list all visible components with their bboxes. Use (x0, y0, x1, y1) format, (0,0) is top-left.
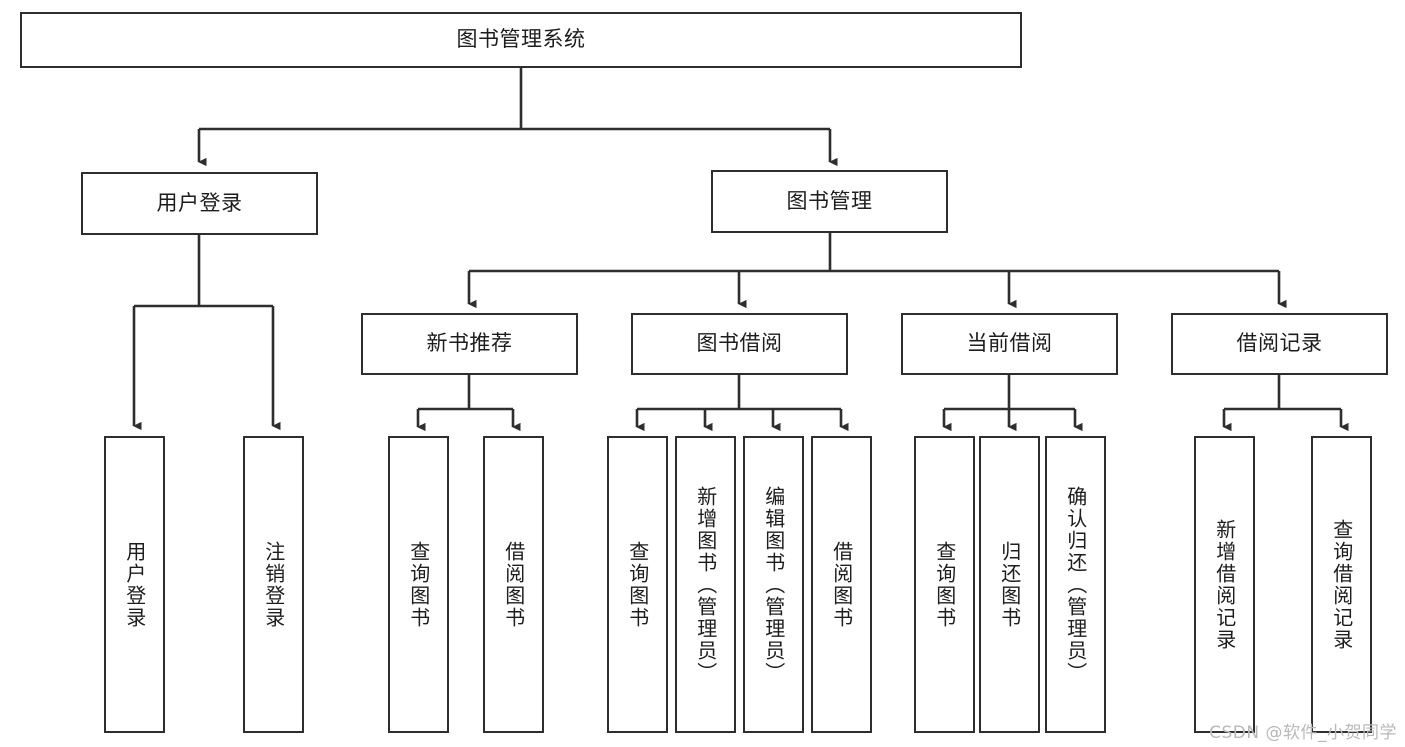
node-current-borrow[interactable]: 当前借阅 (901, 313, 1118, 375)
node-root-library-system[interactable]: 图书管理系统 (20, 12, 1022, 68)
node-label: 图书管理 (786, 188, 873, 213)
node-leaf-query-borrow-record[interactable]: 查询借阅记录 (1311, 436, 1372, 733)
node-book-management[interactable]: 图书管理 (711, 170, 948, 233)
node-leaf-borrow-book[interactable]: 借阅图书 (811, 436, 872, 733)
node-leaf-logout[interactable]: 注销登录 (243, 436, 304, 733)
node-leaf-user-login[interactable]: 用户登录 (104, 436, 165, 733)
node-borrow-record[interactable]: 借阅记录 (1171, 313, 1388, 375)
node-leaf-add-borrow-record[interactable]: 新增借阅记录 (1194, 436, 1255, 733)
node-new-book-recommend[interactable]: 新书推荐 (361, 313, 578, 375)
node-leaf-borrow-book-recommend[interactable]: 借阅图书 (483, 436, 544, 733)
node-leaf-query-book-recommend[interactable]: 查询图书 (388, 436, 449, 733)
node-label: 注销登录 (261, 540, 286, 629)
node-label: 借阅记录 (1236, 331, 1323, 356)
node-user-login[interactable]: 用户登录 (81, 172, 318, 235)
node-book-borrow[interactable]: 图书借阅 (631, 313, 848, 375)
node-leaf-add-book-admin[interactable]: 新增图书（管理员） (675, 436, 736, 733)
node-label: 确认归还（管理员） (1063, 485, 1088, 684)
node-label: 图书管理系统 (456, 27, 586, 52)
node-label: 查询借阅记录 (1329, 518, 1354, 651)
node-label: 查询图书 (406, 540, 431, 629)
node-leaf-edit-book-admin[interactable]: 编辑图书（管理员） (743, 436, 804, 733)
node-label: 新增图书（管理员） (693, 485, 718, 684)
node-label: 查询图书 (932, 540, 957, 629)
node-label: 借阅图书 (501, 540, 526, 629)
node-label: 借阅图书 (829, 540, 854, 629)
node-leaf-return-book[interactable]: 归还图书 (979, 436, 1040, 733)
node-label: 新增借阅记录 (1212, 518, 1237, 651)
node-label: 新书推荐 (426, 331, 513, 356)
node-leaf-query-book-current[interactable]: 查询图书 (914, 436, 975, 733)
node-label: 图书借阅 (696, 331, 783, 356)
node-label: 当前借阅 (966, 331, 1053, 356)
node-label: 查询图书 (625, 540, 650, 629)
node-label: 用户登录 (156, 190, 243, 215)
node-label: 归还图书 (997, 540, 1022, 629)
node-label: 编辑图书（管理员） (761, 485, 786, 684)
node-leaf-query-book-borrow[interactable]: 查询图书 (607, 436, 668, 733)
node-leaf-confirm-return-admin[interactable]: 确认归还（管理员） (1045, 436, 1106, 733)
csdn-watermark: CSDN @软件_小贺同学 (1209, 723, 1397, 743)
node-label: 用户登录 (122, 540, 147, 629)
